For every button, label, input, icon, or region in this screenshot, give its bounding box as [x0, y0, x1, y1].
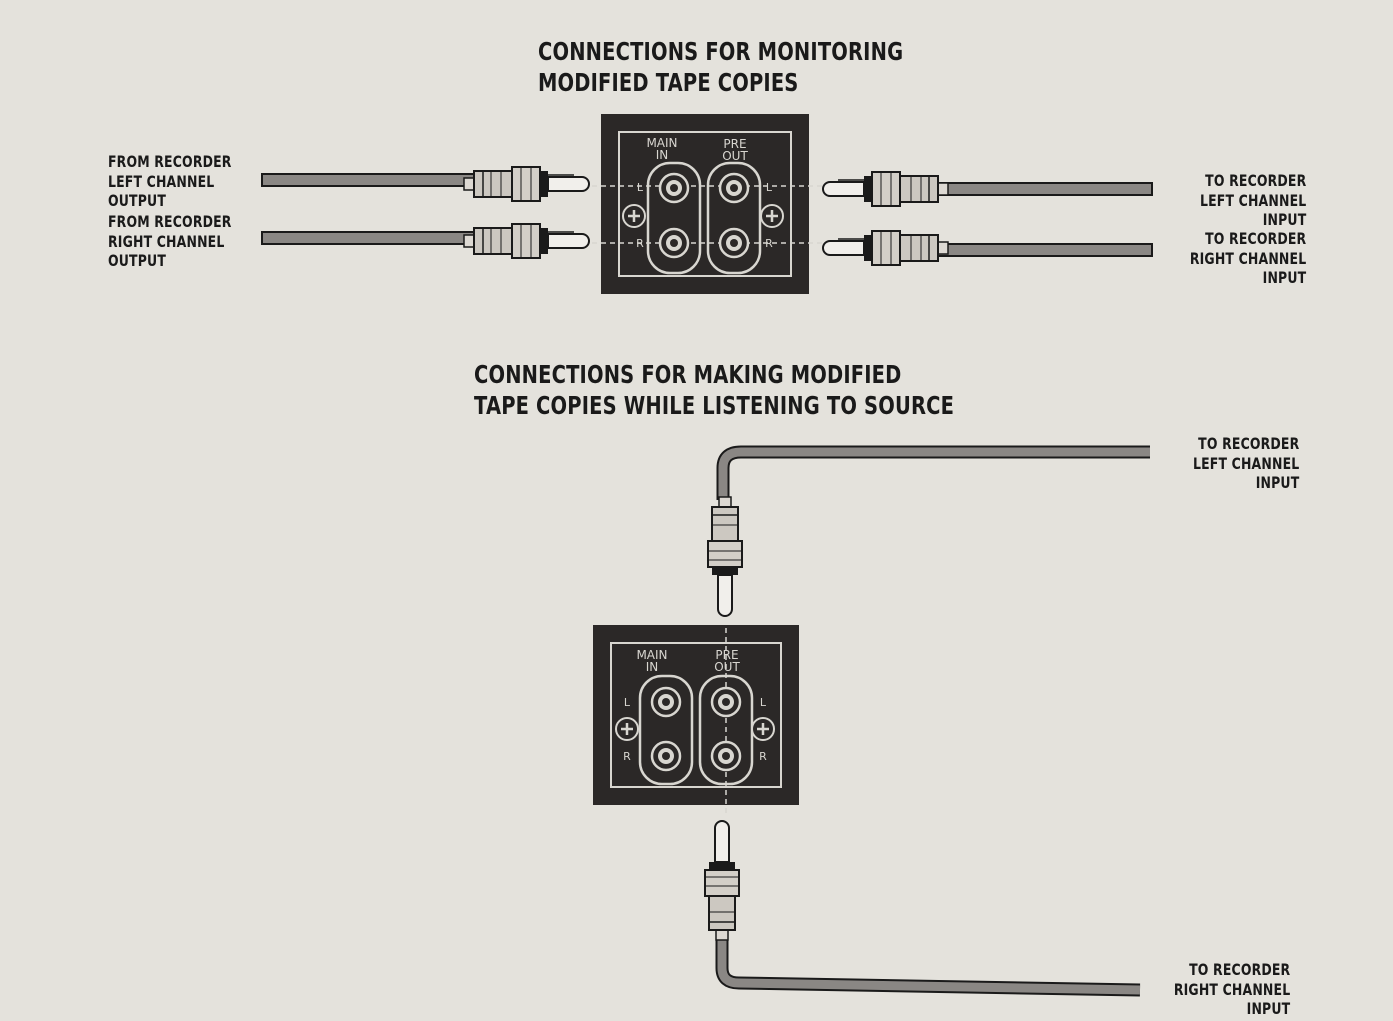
rca-plug-icon — [463, 166, 590, 202]
bottom-jack-panel: MAIN IN PRE OUT L R L R — [593, 625, 799, 815]
label-to-recorder-right-input-bottom: TO RECORDER RIGHT CHANNEL INPUT — [1173, 960, 1290, 1018]
bottom-left-channel-cable — [716, 445, 1150, 500]
label-to-recorder-left-input-top: TO RECORDER LEFT CHANNEL INPUT — [1199, 171, 1306, 229]
panel-label-right: R — [623, 750, 631, 763]
top-jack-panel: MAIN IN PRE OUT L R L R — [592, 114, 822, 294]
bottom-diagram-title: CONNECTIONS FOR MAKING MODIFIED TAPE COP… — [474, 359, 954, 421]
panel-label-right: R — [765, 237, 773, 250]
rca-jack-icon — [710, 740, 742, 772]
title-line: CONNECTIONS FOR MONITORING — [538, 37, 904, 66]
panel-label-out: OUT — [722, 149, 748, 163]
ground-screw-icon — [759, 203, 785, 229]
rca-jack-icon — [650, 686, 682, 718]
label-to-recorder-right-input-top: TO RECORDER RIGHT CHANNEL INPUT — [1189, 229, 1306, 287]
rca-jack-icon — [658, 227, 690, 259]
top-right-cables — [934, 182, 1153, 257]
rca-jack-icon — [658, 172, 690, 204]
panel-label-left: L — [637, 181, 644, 194]
top-diagram-title: CONNECTIONS FOR MONITORING MODIFIED TAPE… — [538, 36, 903, 98]
panel-label-left: L — [766, 181, 773, 194]
rca-plug-icon — [704, 820, 740, 941]
top-left-cables — [261, 173, 477, 245]
label-from-recorder-right-output: FROM RECORDER RIGHT CHANNEL OUTPUT — [108, 212, 232, 270]
label-from-recorder-left-output: FROM RECORDER LEFT CHANNEL OUTPUT — [108, 152, 232, 210]
panel-label-left: L — [624, 696, 631, 709]
rca-jack-icon — [718, 172, 750, 204]
rca-jack-icon — [718, 227, 750, 259]
rca-jack-icon — [710, 686, 742, 718]
bottom-right-channel-cable — [715, 930, 1141, 997]
rca-plug-icon — [822, 230, 949, 266]
panel-label-out: OUT — [714, 660, 740, 674]
ground-screw-icon — [621, 203, 647, 229]
rca-jack-icon — [650, 740, 682, 772]
panel-label-left: L — [760, 696, 767, 709]
rca-plug-icon — [707, 496, 743, 617]
rca-plug-icon — [463, 223, 590, 259]
panel-label-right: R — [759, 750, 767, 763]
title-line: MODIFIED TAPE COPIES — [538, 68, 799, 97]
title-line: TAPE COPIES WHILE LISTENING TO SOURCE — [474, 391, 955, 420]
label-to-recorder-left-input-bottom: TO RECORDER LEFT CHANNEL INPUT — [1192, 434, 1299, 492]
panel-label-in: IN — [656, 148, 669, 162]
rca-plug-icon — [822, 171, 949, 207]
panel-label-main: MAIN — [636, 648, 667, 662]
panel-label-in: IN — [646, 660, 659, 674]
panel-label-pre: PRE — [715, 648, 738, 662]
title-line: CONNECTIONS FOR MAKING MODIFIED — [474, 360, 902, 389]
ground-screw-icon — [614, 716, 640, 742]
panel-label-right: R — [636, 237, 644, 250]
panel-label-main: MAIN — [646, 136, 677, 150]
ground-screw-icon — [750, 716, 776, 742]
panel-label-pre: PRE — [723, 137, 746, 151]
